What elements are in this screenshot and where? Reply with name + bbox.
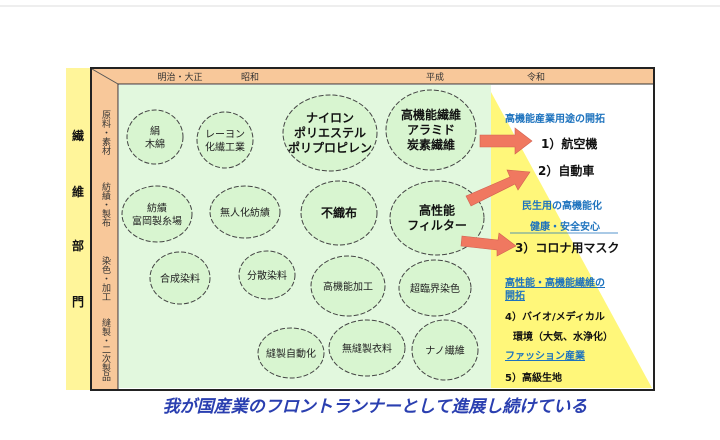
circle-label: ナノ繊維 xyxy=(425,344,465,357)
circle-label: 分散染料 xyxy=(247,269,287,282)
department-strip xyxy=(66,68,90,390)
svg-text:原料・素材: 原料・素材 xyxy=(100,110,111,155)
circle-shape xyxy=(149,251,211,305)
svg-text:染色・加工: 染色・加工 xyxy=(100,255,111,301)
circle-shape xyxy=(398,259,472,317)
svg-text:部: 部 xyxy=(72,238,84,253)
svg-text:昭和: 昭和 xyxy=(241,72,259,83)
circle-shape xyxy=(389,180,485,256)
tech-circle: 縫製自動化 xyxy=(257,327,325,379)
tech-circle: 無縫製衣料 xyxy=(328,319,406,377)
svg-text:繊: 繊 xyxy=(72,128,84,143)
circle-label: ポリエステル xyxy=(294,125,366,140)
circle-shape xyxy=(328,319,406,377)
svg-text:令和: 令和 xyxy=(527,71,545,83)
circle-label: 炭素繊維 xyxy=(407,137,455,152)
circle-label: 化繊工業 xyxy=(205,141,245,154)
circle-shape xyxy=(310,255,386,317)
svg-text:維: 維 xyxy=(72,184,84,199)
svg-text:門: 門 xyxy=(72,295,84,309)
circle-label: 無人化紡績 xyxy=(220,206,270,219)
tech-circle: 高機能加工 xyxy=(310,255,386,317)
circle-label: アラミド xyxy=(407,123,455,137)
circle-label: 無縫製衣料 xyxy=(342,342,392,355)
svg-text:民生用の高機能化: 民生用の高機能化 xyxy=(522,199,602,212)
arrow-aircraft xyxy=(479,127,533,155)
circle-label: 不織布 xyxy=(321,205,357,220)
circle-label: 高機能加工 xyxy=(323,280,373,293)
stage-column xyxy=(92,69,118,389)
circle-shape xyxy=(385,89,477,171)
circle-shape xyxy=(411,319,479,381)
tech-circle: 分散染料 xyxy=(238,250,296,300)
circle-shape xyxy=(121,185,193,243)
svg-text:高性能・高機能繊維の: 高性能・高機能繊維の xyxy=(505,276,605,289)
era-labels: 明治・大正 昭和 平成 令和 xyxy=(157,71,545,83)
circle-label: 合成染料 xyxy=(160,272,200,285)
slide-title: 我が国産業のフロントランナーとして進展し続けている xyxy=(163,397,588,417)
svg-text:4）バイオ/メディカル: 4）バイオ/メディカル xyxy=(505,310,605,323)
svg-text:健康・安全安心: 健康・安全安心 xyxy=(530,220,600,233)
circle-label: 富岡製糸場 xyxy=(132,215,182,228)
circle-shape xyxy=(282,94,378,172)
svg-text:紡績・製布: 紡績・製布 xyxy=(100,181,111,228)
future-triangle xyxy=(491,92,652,388)
tech-circle: 無人化紡績 xyxy=(209,185,281,239)
circle-shape xyxy=(126,109,184,165)
arrow-automobile xyxy=(465,169,531,207)
svg-text:開拓: 開拓 xyxy=(505,289,525,302)
circle-shape xyxy=(196,111,254,169)
svg-text:明治・大正: 明治・大正 xyxy=(157,71,202,83)
svg-text:3）コロナ用マスク: 3）コロナ用マスク xyxy=(515,240,619,255)
tech-circle: ナノ繊維 xyxy=(411,319,479,381)
circle-shape xyxy=(238,250,296,300)
circle-label: レーヨン xyxy=(205,130,245,141)
circle-label: 超臨界染色 xyxy=(410,282,460,295)
svg-text:縫製・二次製品: 縫製・二次製品 xyxy=(100,317,111,382)
svg-text:高機能産業用途の開拓: 高機能産業用途の開拓 xyxy=(505,112,605,125)
era-header xyxy=(92,69,653,84)
circle-shape xyxy=(257,327,325,379)
circle-label: ナイロン xyxy=(306,111,354,125)
svg-text:ファッション産業: ファッション産業 xyxy=(505,349,586,362)
tech-circle: 不織布 xyxy=(300,180,378,246)
circle-shape xyxy=(209,185,281,239)
svg-text:2）自動車: 2）自動車 xyxy=(538,163,594,178)
department-label: 繊 維 部 門 xyxy=(72,128,84,309)
svg-text:5）高級生地: 5）高級生地 xyxy=(505,371,562,384)
circle-label: フィルター xyxy=(407,219,467,233)
circle-label: 高性能 xyxy=(419,203,455,218)
circle-label: 縫製自動化 xyxy=(266,347,316,360)
svg-text:平成: 平成 xyxy=(426,71,444,83)
tech-circle: 絹木綿 xyxy=(126,109,184,165)
arrows xyxy=(460,127,533,257)
circle-label: 木綿 xyxy=(145,138,165,151)
circle-label: 高機能繊維 xyxy=(401,107,461,122)
circle-label: 絹 xyxy=(150,125,160,138)
tech-circle: 合成染料 xyxy=(149,251,211,305)
circle-shape xyxy=(300,180,378,246)
circle-label: ポリプロピレン xyxy=(288,140,372,155)
tech-circle: 超臨界染色 xyxy=(398,259,472,317)
stage-labels: 原料・素材 紡績・製布 染色・加工 縫製・二次製品 xyxy=(100,110,111,382)
svg-text:環境（大気、水浄化）: 環境（大気、水浄化） xyxy=(513,330,613,343)
circle-label: 紡績 xyxy=(147,202,167,215)
technology-circles: 絹木綿レーヨン化繊工業ナイロンポリエステルポリプロピレン高機能繊維アラミド炭素繊… xyxy=(121,89,485,381)
future-applications: 高機能産業用途の開拓 1）航空機 2）自動車 民生用の高機能化 健康・安全安心 … xyxy=(505,112,619,384)
svg-text:1）航空機: 1）航空機 xyxy=(541,136,597,151)
arrow-mask xyxy=(460,232,517,257)
